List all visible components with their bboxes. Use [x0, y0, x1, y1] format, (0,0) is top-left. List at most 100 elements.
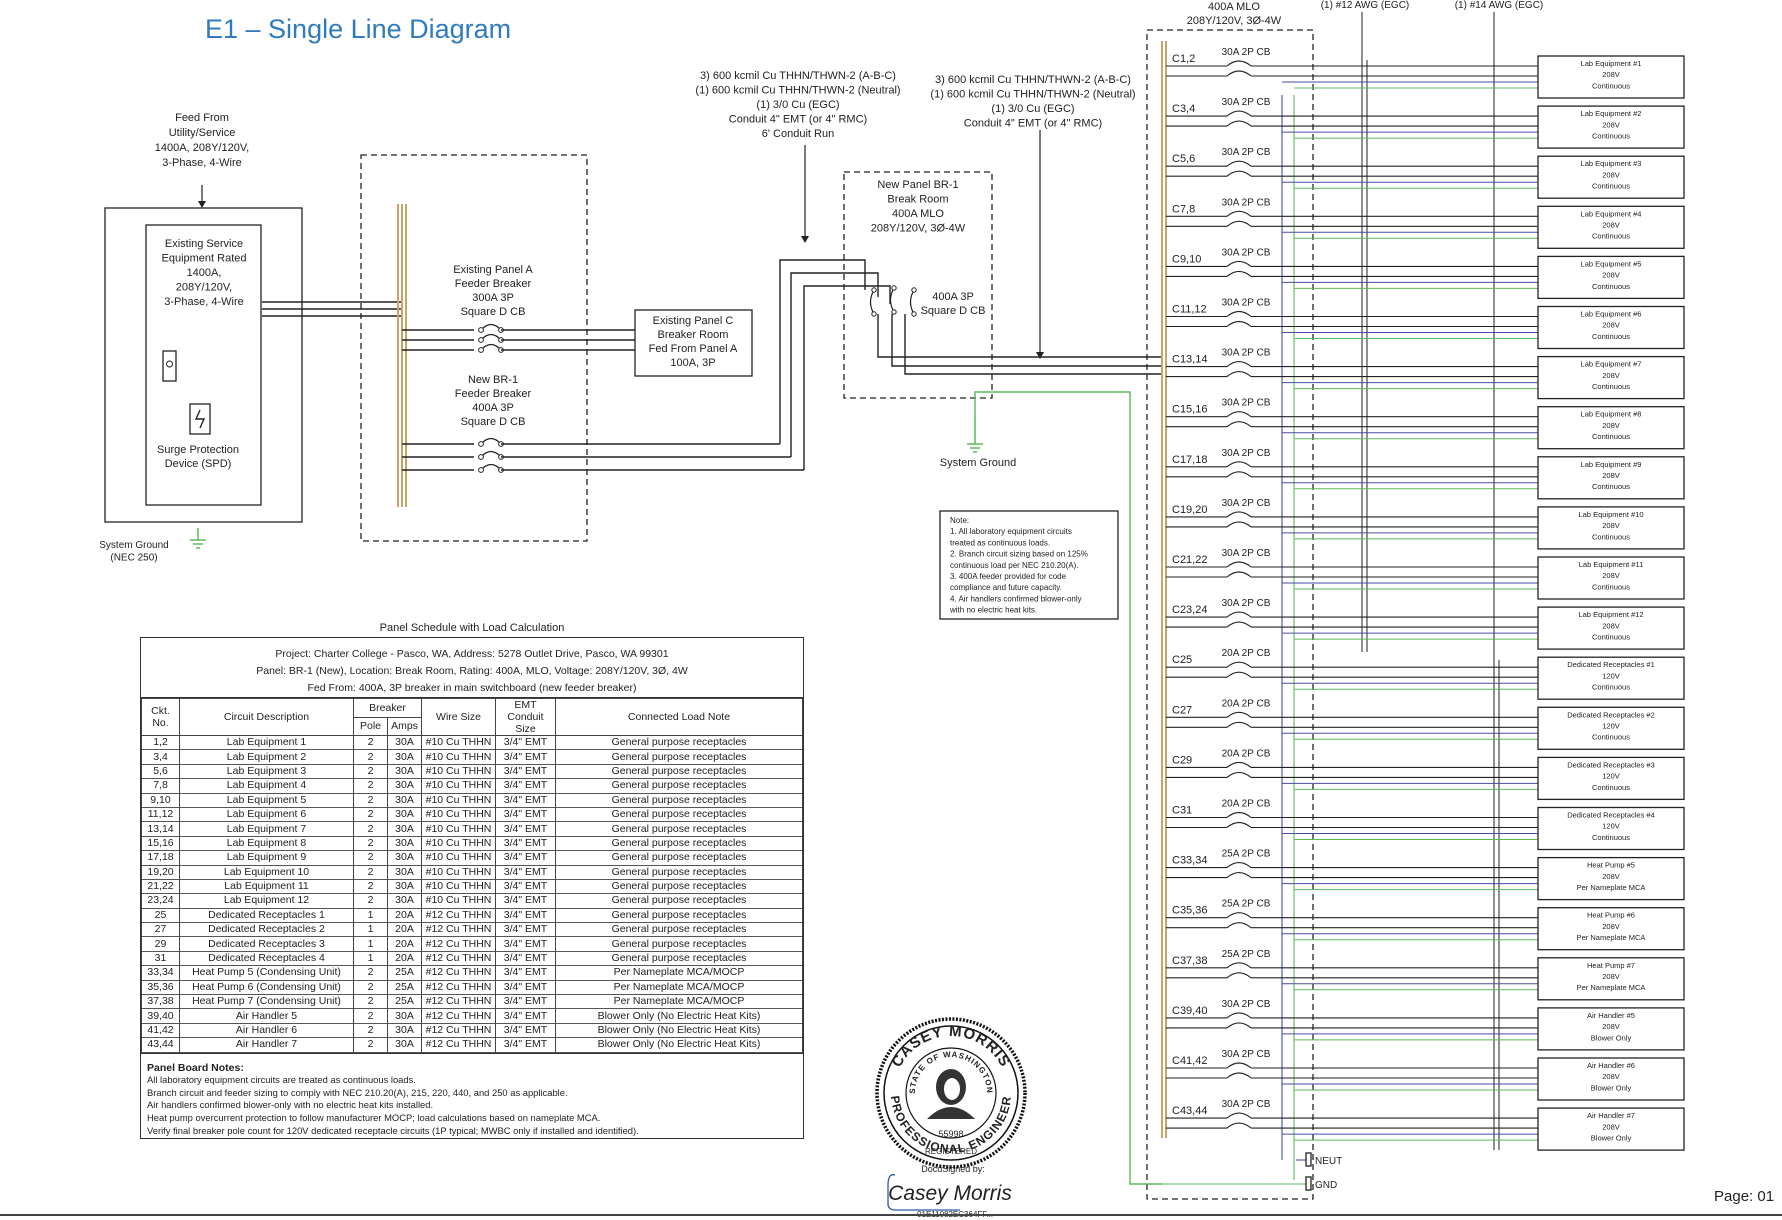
load-label: Per Nameplate MCA: [1577, 883, 1646, 892]
circuit-breaker-rating: 30A 2P CB: [1222, 1099, 1271, 1110]
table-cell: 30A: [387, 764, 422, 779]
table-cell: 2: [353, 836, 388, 851]
table-cell: Heat Pump 7 (Condensing Unit): [179, 994, 354, 1009]
table-cell: 30A: [387, 735, 422, 750]
panel-feeder: [904, 314, 1162, 375]
seal-portrait-body: [927, 1107, 975, 1119]
circuit-breaker-rating: 20A 2P CB: [1222, 799, 1271, 810]
cb-arc: [1226, 571, 1252, 578]
service-equipment-label: Equipment Rated: [162, 253, 247, 265]
load-label: Lab Equipment #3: [1581, 159, 1642, 168]
cb-contact: [478, 454, 484, 460]
table-cell: General purpose receptacles: [555, 936, 803, 952]
table-cell: 20A: [387, 908, 422, 923]
table-cell: 30A: [387, 1008, 422, 1024]
table-cell: Dedicated Receptacles 4: [179, 951, 354, 966]
table-cell: 2: [353, 865, 388, 880]
load-label: Continuous: [1592, 81, 1630, 90]
load-label: Continuous: [1592, 833, 1630, 842]
table-cell: #12 Cu THHN: [421, 936, 496, 952]
circuit-breaker-rating: 25A 2P CB: [1222, 949, 1271, 960]
cb-arc: [1226, 862, 1252, 869]
cb-contact: [871, 311, 877, 317]
cb-arc: [1226, 972, 1252, 979]
diagram-note-line: treated as continuous loads.: [950, 538, 1050, 547]
disconnect-knob: [166, 360, 173, 368]
table-cell: 3/4" EMT: [495, 850, 556, 866]
load-label: Continuous: [1592, 633, 1630, 642]
circuit-number: C19,20: [1172, 504, 1207, 516]
cb-arc: [1226, 561, 1252, 568]
table-cell: 30A: [387, 807, 422, 822]
circuit-number: C11,12: [1172, 304, 1207, 316]
circuit-breaker-rating: 30A 2P CB: [1222, 47, 1271, 58]
load-label: Blower Only: [1591, 1083, 1632, 1092]
table-cell: 39,40: [141, 1008, 180, 1024]
cb-contact: [891, 285, 897, 291]
table-cell: Air Handler 5: [179, 1008, 354, 1024]
load-box: [1537, 406, 1685, 450]
table-cell: 3/4" EMT: [495, 1023, 556, 1038]
load-label: Continuous: [1592, 332, 1630, 341]
cb-arc: [1226, 761, 1252, 768]
cb-contact: [911, 287, 917, 293]
table-cell: General purpose receptacles: [555, 778, 803, 794]
cb-arc: [1226, 671, 1252, 678]
ground-bar: [1305, 1176, 1312, 1191]
service-equipment-label: 1400A,: [187, 267, 222, 279]
table-cell: 41,42: [141, 1023, 180, 1038]
load-label: Per Nameplate MCA: [1577, 983, 1646, 992]
table-cell: #12 Cu THHN: [421, 965, 496, 981]
signature-block: DocuSigned by:Casey Morris01E11082EC364F…: [887, 1164, 1012, 1219]
load-label: Continuous: [1592, 132, 1630, 141]
br1-breaker-label: 400A 3P: [472, 402, 514, 414]
circuit-number: C43,44: [1172, 1105, 1207, 1117]
new-panel-br1-label: 208Y/120V, 3Ø-4W: [871, 223, 966, 235]
table-cell: 3/4" EMT: [495, 951, 556, 966]
panel-a-breaker-label: Feeder Breaker: [455, 278, 532, 290]
diagram-note-line: Note:: [950, 516, 969, 525]
load-label: Continuous: [1592, 182, 1630, 191]
schedule-title: Panel Schedule with Load Calculation: [379, 622, 565, 634]
circuit-breaker-rating: 30A 2P CB: [1222, 448, 1271, 459]
cb-arc: [480, 323, 502, 331]
table-cell: 3/4" EMT: [495, 893, 556, 909]
table-cell: Lab Equipment 2: [179, 749, 354, 765]
cb-arc: [1226, 721, 1252, 728]
table-cell: General purpose receptacles: [555, 793, 803, 808]
table-cell: 30A: [387, 865, 422, 880]
table-cell: 30A: [387, 778, 422, 794]
table-cell: 3/4" EMT: [495, 778, 556, 794]
table-cell: 2: [353, 735, 388, 750]
table-cell: 27: [141, 922, 180, 937]
table-cell: Air Handler 6: [179, 1023, 354, 1038]
table-cell: #10 Cu THHN: [421, 893, 496, 909]
table-cell: 30A: [387, 879, 422, 894]
load-box: [1537, 806, 1685, 851]
col-wire: Wire Size: [421, 698, 496, 736]
table-cell: 23,24: [141, 893, 180, 909]
load-label: Air Handler #7: [1587, 1111, 1635, 1120]
cb-arc: [480, 343, 502, 351]
cb-arc: [1226, 821, 1252, 828]
table-cell: General purpose receptacles: [555, 749, 803, 765]
col-pole: Pole: [353, 716, 388, 736]
load-box: [1537, 205, 1685, 249]
cb-arc: [1226, 170, 1252, 177]
diagram-note-line: compliance and future capacity.: [950, 583, 1062, 592]
load-label: Lab Equipment #6: [1581, 310, 1642, 319]
circuit-breaker-rating: 30A 2P CB: [1222, 398, 1271, 409]
cb-arc: [1226, 60, 1252, 67]
table-cell: 11,12: [141, 807, 180, 822]
circuit-breaker-rating: 20A 2P CB: [1222, 748, 1271, 759]
table-cell: 2: [353, 793, 388, 808]
cb-arc: [1226, 260, 1252, 267]
cb-arc: [1226, 110, 1252, 117]
